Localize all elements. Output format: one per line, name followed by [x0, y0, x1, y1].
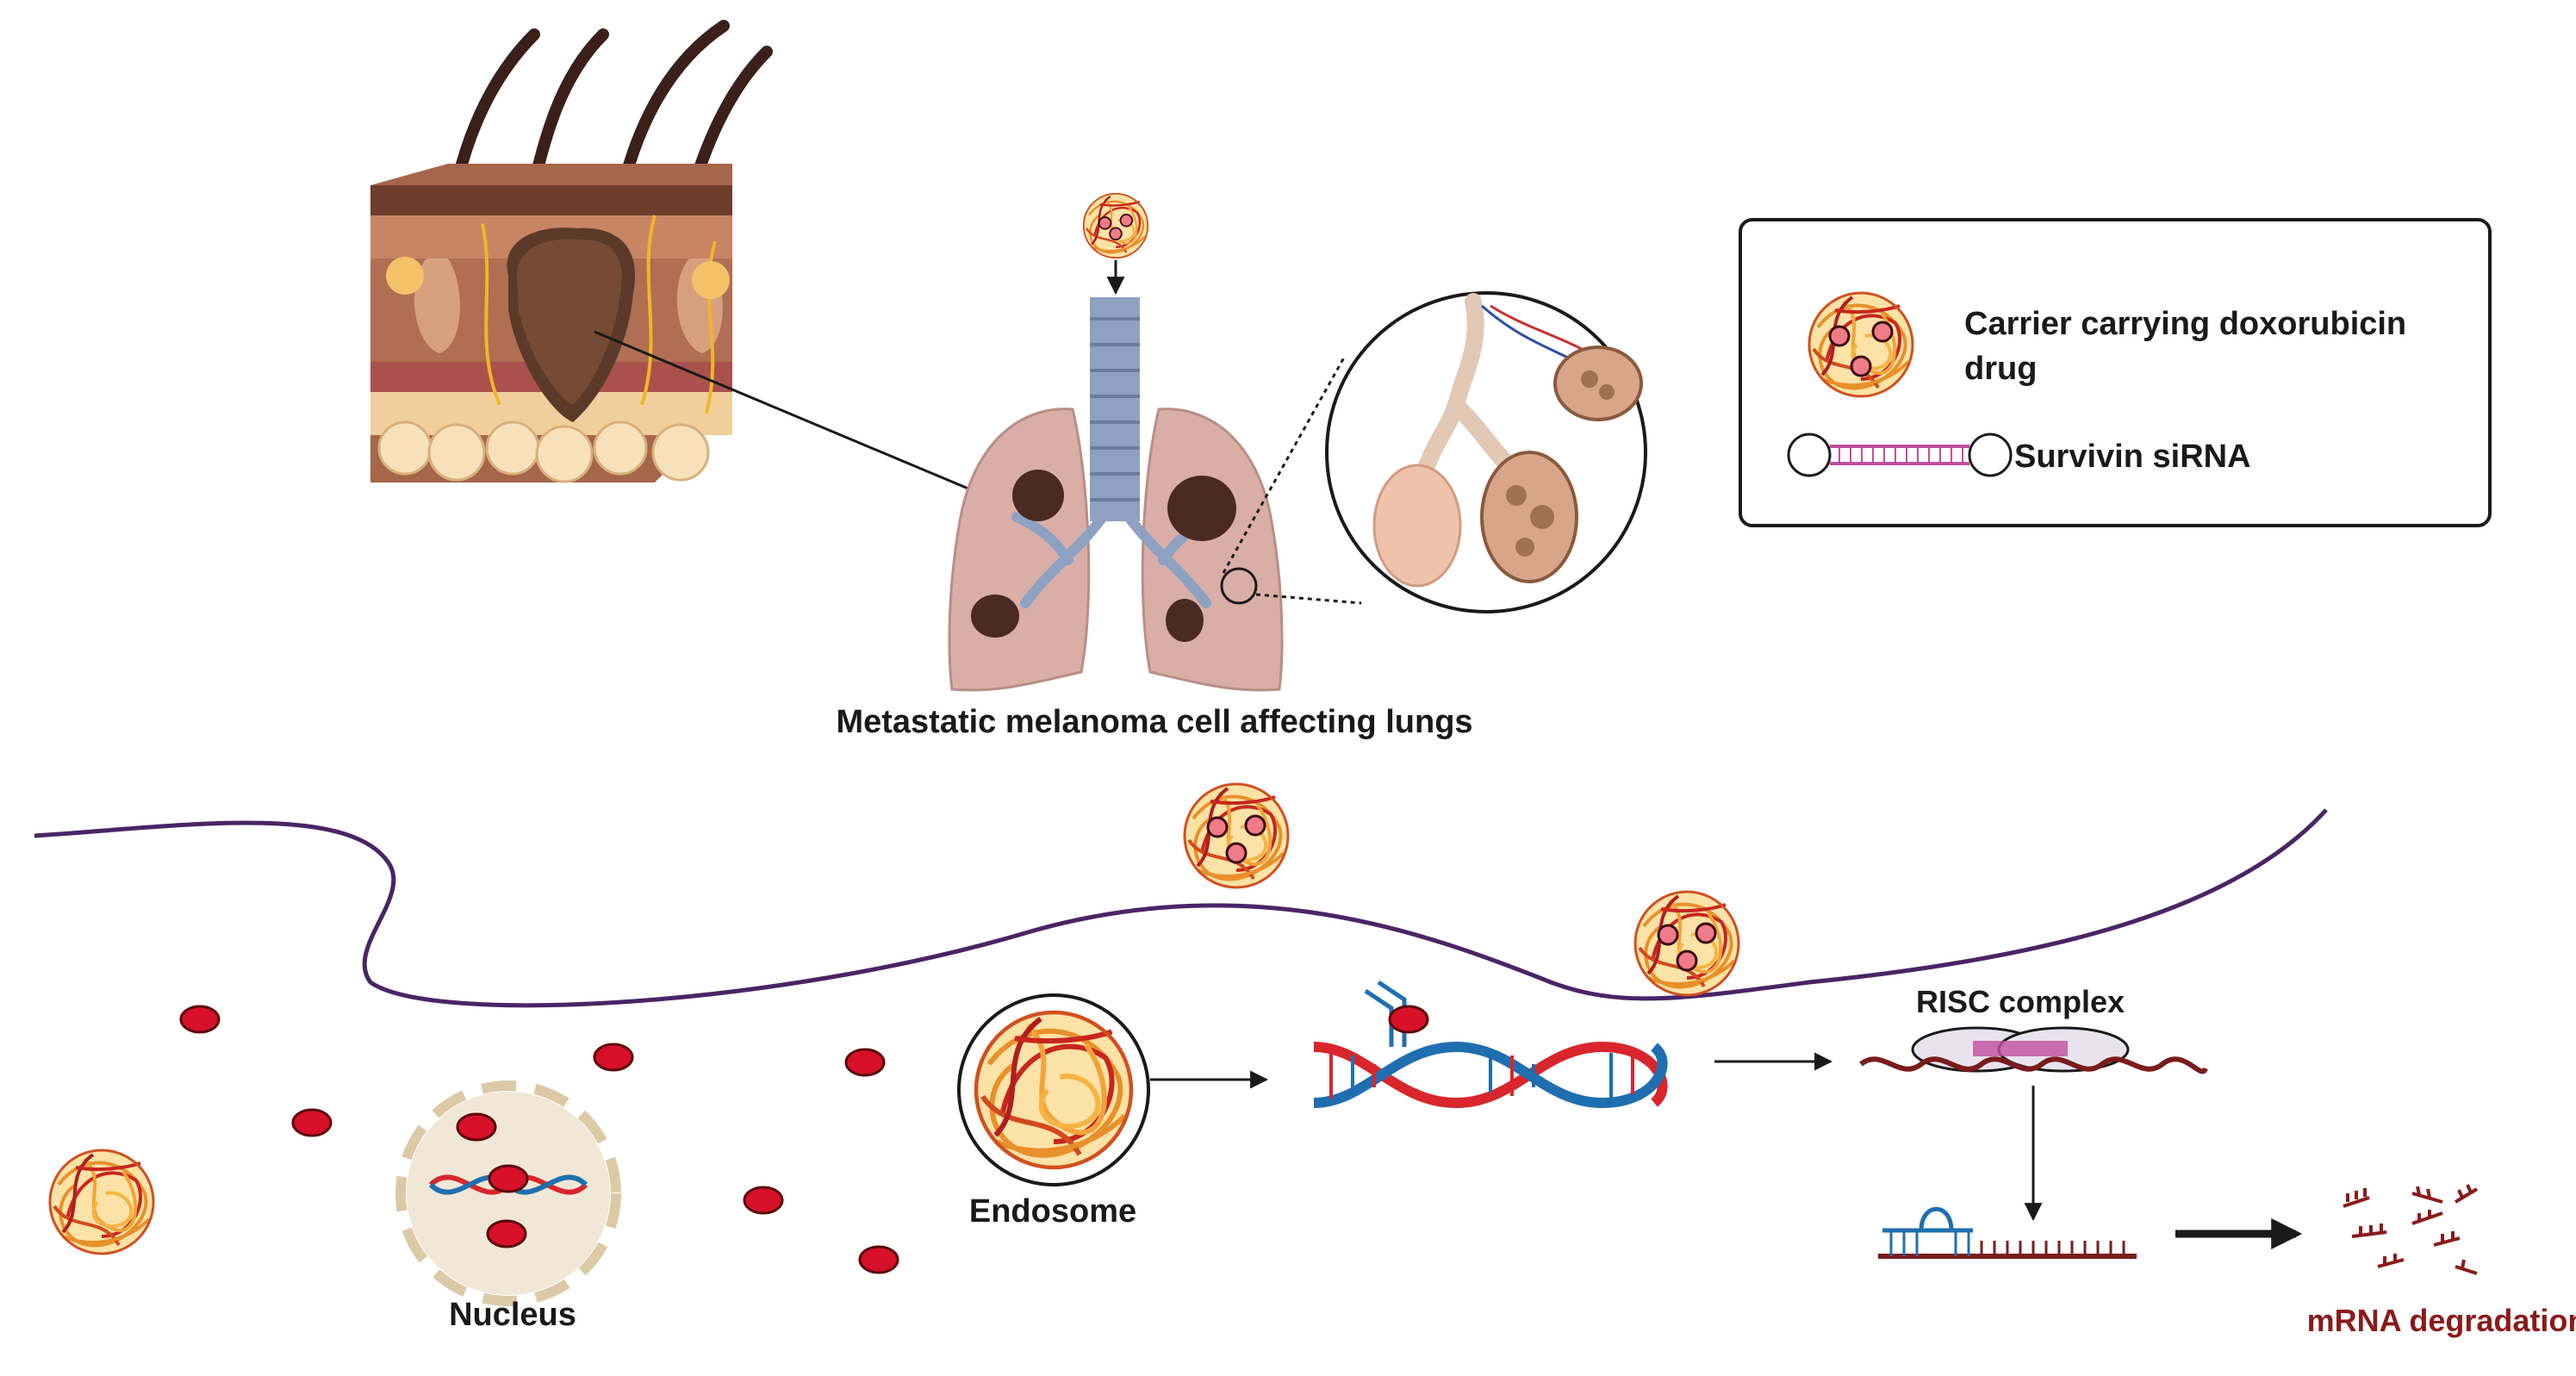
endosome-icon: [957, 993, 1150, 1186]
skin-tumor-icon: [370, 20, 773, 483]
carrier-nanoparticle-icon: [1633, 890, 1740, 997]
cell-membrane: [34, 808, 2328, 1008]
legend-carrier-label-line2: drug: [1964, 351, 2037, 387]
nucleus-icon: [395, 1080, 621, 1306]
dna-icon: [1313, 980, 1668, 1109]
carrier-nanoparticle-icon: [1082, 192, 1149, 259]
mrna-fragment-icon: [2343, 1184, 2479, 1275]
lung-caption: Metastatic melanoma cell affecting lungs: [836, 704, 1472, 740]
mrna-degradation-label: mRNA degradation: [2307, 1303, 2576, 1338]
sirna-icon: [1787, 433, 2013, 477]
cleaved-mrna-icon: [1878, 1206, 2137, 1259]
risc-complex-icon: [1859, 1026, 2208, 1074]
legend-carrier-label-line1: Carrier carrying doxorubicin: [1964, 306, 2406, 342]
legend-sirna-label: Survivin siRNA: [2014, 439, 2251, 475]
carrier-nanoparticle-icon: [48, 1149, 155, 1255]
alveoli-zoom-icon: [1325, 291, 1647, 613]
risc-label: RISC complex: [1916, 984, 2125, 1019]
carrier-nanoparticle-icon: [1183, 782, 1290, 889]
arrow-skin-to-lungs: [594, 330, 992, 501]
carrier-nanoparticle-icon: [1808, 291, 1914, 398]
legend-box: Carrier carrying doxorubicin drug Surviv…: [1739, 218, 2492, 527]
lungs-icon: [948, 192, 1284, 692]
endosome-label: Endosome: [969, 1193, 1136, 1230]
nucleus-label: Nucleus: [449, 1297, 576, 1333]
